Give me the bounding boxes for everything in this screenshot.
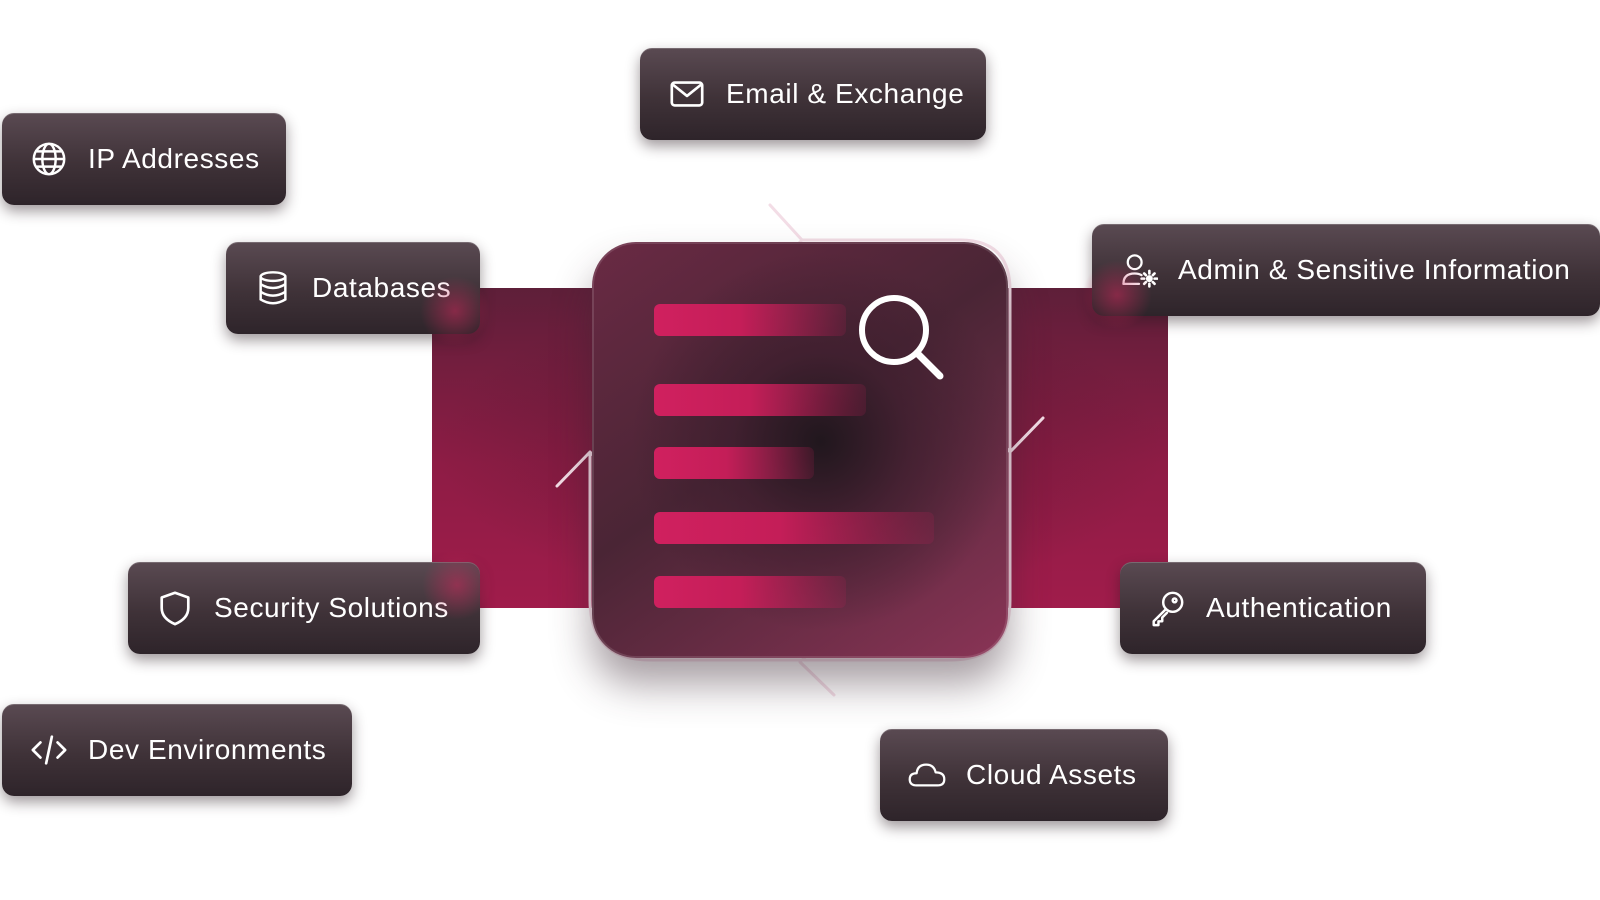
tag-label: Databases <box>312 272 452 303</box>
document-line <box>654 447 814 479</box>
database-icon <box>252 267 294 309</box>
cloud-icon <box>906 754 948 796</box>
tag-databases: Databases <box>226 242 490 346</box>
document-line <box>654 512 934 544</box>
tag-security-solutions: Security Solutions <box>128 550 492 654</box>
tag-label: Dev Environments <box>88 734 327 765</box>
tag-ip-addresses: IP Addresses <box>2 113 286 205</box>
document-line <box>654 304 846 336</box>
tag-label: Security Solutions <box>214 592 449 623</box>
tag-email-exchange: Email & Exchange <box>640 48 986 140</box>
envelope-icon <box>666 73 708 115</box>
key-icon <box>1146 587 1188 629</box>
tag-label: Email & Exchange <box>726 78 965 109</box>
document-line <box>654 576 846 608</box>
document-line <box>654 384 866 416</box>
shield-icon <box>154 587 196 629</box>
tag-label: Cloud Assets <box>966 759 1137 790</box>
tag-label: Admin & Sensitive Information <box>1178 254 1571 285</box>
tag-authentication: Authentication <box>1120 562 1426 654</box>
tag-admin-sensitive: Admin & Sensitive Information <box>1082 224 1600 330</box>
document-card <box>592 242 1008 658</box>
code-icon <box>28 729 70 771</box>
tag-label: IP Addresses <box>88 143 260 174</box>
tag-label: Authentication <box>1206 592 1392 623</box>
tag-dev-environments: Dev Environments <box>2 704 352 796</box>
search-icon <box>859 295 944 380</box>
tag-cloud-assets: Cloud Assets <box>880 729 1168 821</box>
globe-icon <box>28 138 70 180</box>
user-gear-icon <box>1118 249 1160 291</box>
